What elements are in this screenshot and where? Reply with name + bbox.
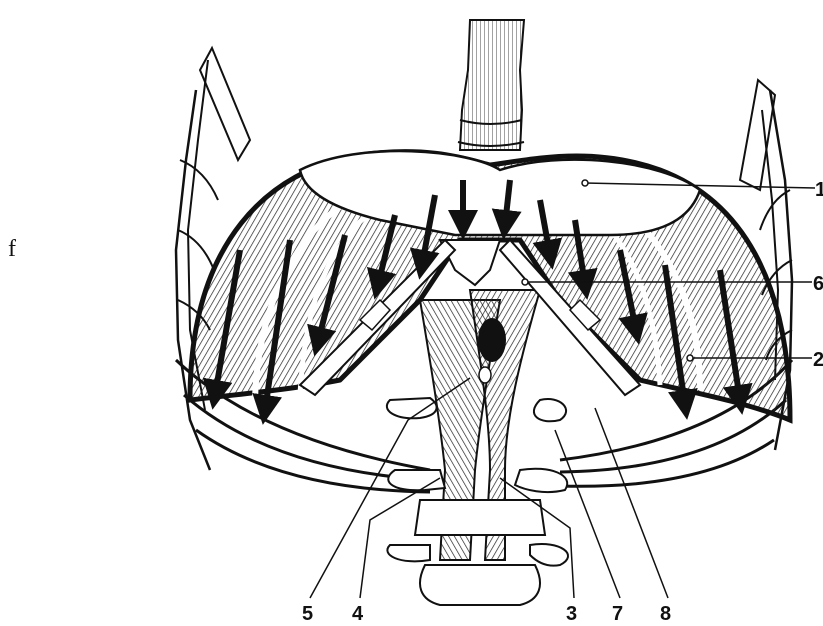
label-5: 5 — [302, 603, 313, 625]
right-edge-labels: 1 6 2 — [813, 179, 823, 371]
label-1: 1 — [815, 179, 823, 201]
label-4: 4 — [352, 603, 364, 625]
label-8: 8 — [660, 603, 671, 625]
bottom-labels: 5 4 3 7 8 — [302, 603, 671, 625]
label-3: 3 — [566, 603, 577, 625]
label-2: 2 — [813, 349, 823, 371]
label-7: 7 — [612, 603, 623, 625]
label-6: 6 — [813, 273, 823, 295]
esophagus — [458, 20, 524, 150]
